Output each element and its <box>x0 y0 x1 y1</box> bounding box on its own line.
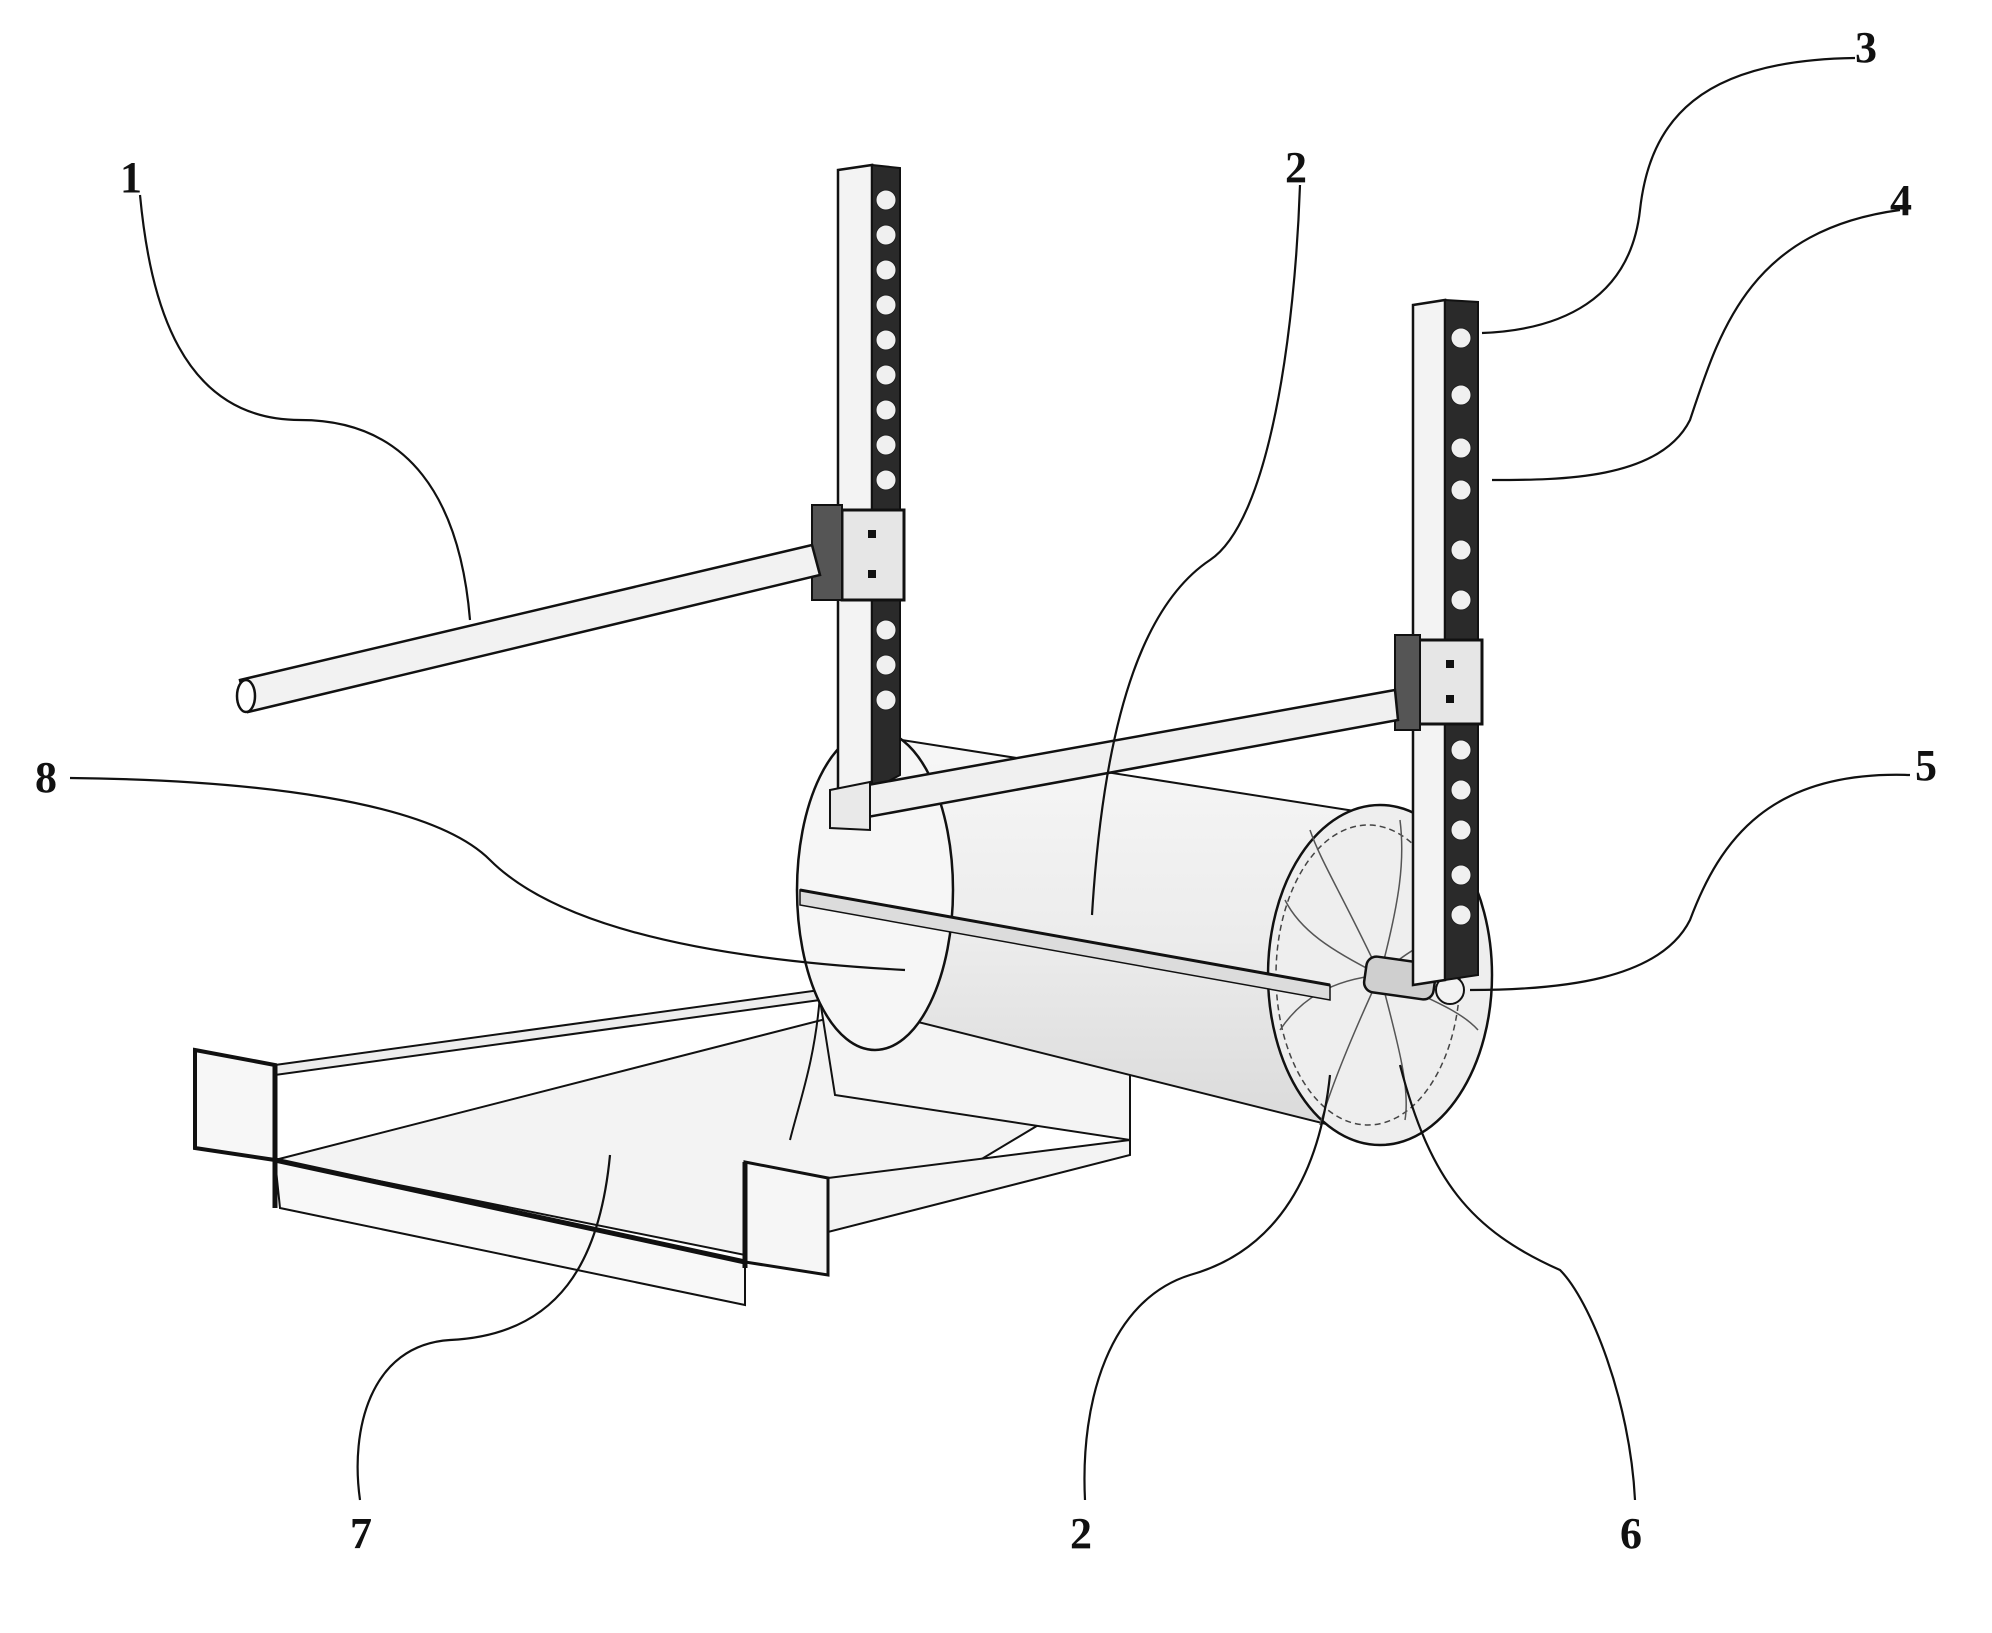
right-post <box>1394 298 1484 987</box>
handle-bars <box>235 543 1400 832</box>
leader-3 <box>1481 56 1856 335</box>
callout-1: 1 <box>120 153 142 202</box>
leader-4 <box>1491 208 1901 482</box>
leader-lines <box>69 56 1911 1501</box>
callout-3: 3 <box>1855 23 1877 72</box>
callout-6: 6 <box>1620 1509 1642 1558</box>
callout-labels: 1 2 3 4 5 6 7 8 2 <box>35 23 1937 1558</box>
leader-1 <box>138 194 472 621</box>
left-post <box>811 163 906 797</box>
callout-5: 5 <box>1915 741 1937 790</box>
callout-2-top: 2 <box>1285 143 1307 192</box>
leader-5 <box>1469 773 1911 992</box>
callout-4: 4 <box>1890 176 1912 225</box>
callout-2-bottom: 2 <box>1070 1509 1092 1558</box>
leader-2a <box>1090 184 1302 916</box>
leader-2b <box>1083 1074 1332 1501</box>
leader-8 <box>69 776 906 972</box>
tray <box>193 988 1133 1307</box>
callout-7: 7 <box>350 1509 372 1558</box>
callout-8: 8 <box>35 753 57 802</box>
leader-6 <box>1398 1064 1637 1501</box>
leader-7 <box>356 1154 612 1501</box>
